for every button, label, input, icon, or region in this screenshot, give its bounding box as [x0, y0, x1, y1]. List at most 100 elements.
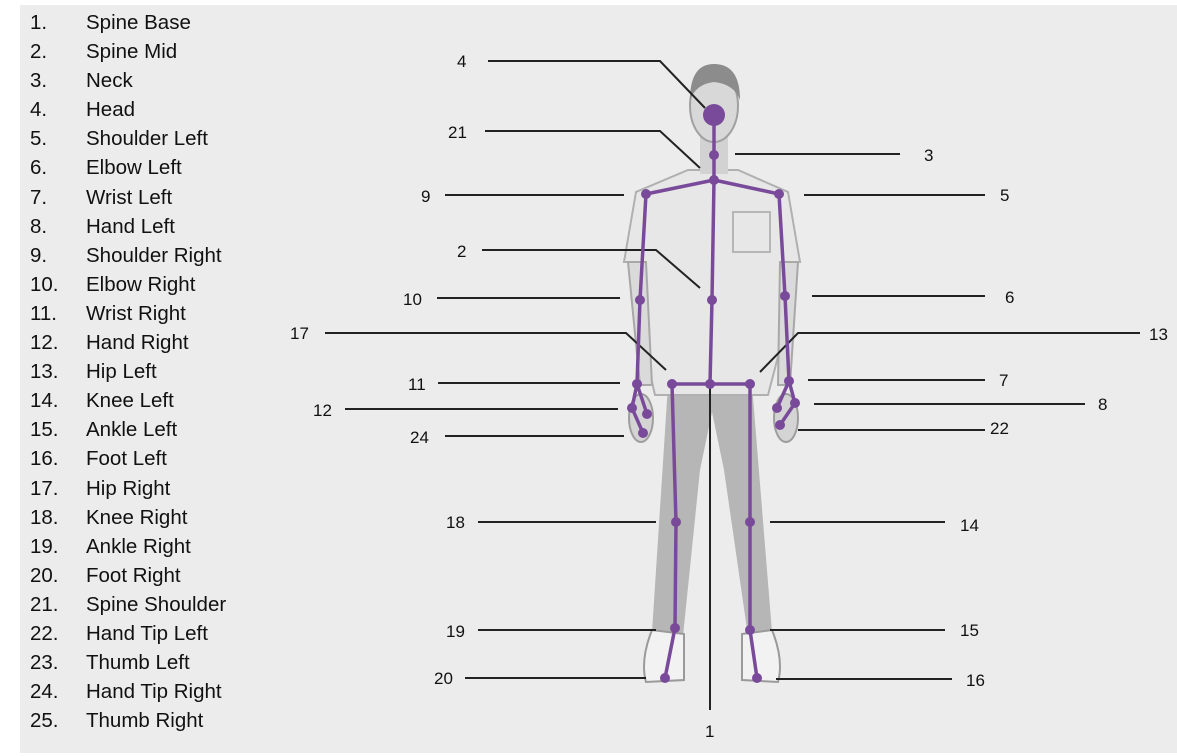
legend-item: 18.Knee Right [30, 503, 226, 532]
callout-17: 17 [290, 324, 309, 343]
legend-number: 4. [30, 95, 86, 124]
legend-item: 14.Knee Left [30, 386, 226, 415]
joint-thumb-left [772, 403, 782, 413]
joint-spine-shoulder [709, 175, 719, 185]
legend-number: 17. [30, 474, 86, 503]
callout-6: 6 [1005, 288, 1014, 307]
legend-number: 23. [30, 648, 86, 677]
legend-number: 10. [30, 270, 86, 299]
legend-item: 5.Shoulder Left [30, 124, 226, 153]
legend-label: Head [86, 98, 135, 121]
callout-12: 12 [313, 401, 332, 420]
legend-item: 6.Elbow Left [30, 153, 226, 182]
joint-wrist-right [632, 379, 642, 389]
legend-item: 7.Wrist Left [30, 183, 226, 212]
bone-spine-upper [712, 180, 714, 300]
legend-label: Ankle Left [86, 418, 177, 441]
legend-label: Thumb Left [86, 651, 190, 674]
callout-14: 14 [960, 516, 979, 535]
legend-number: 19. [30, 532, 86, 561]
legend-label: Hand Tip Right [86, 680, 222, 703]
legend-label: Hand Left [86, 215, 175, 238]
joint-ankle-left [745, 625, 755, 635]
joint-neck [709, 150, 719, 160]
legend-number: 18. [30, 503, 86, 532]
callout-20: 20 [434, 669, 453, 688]
joint-head [703, 104, 725, 126]
joint-spine-mid [707, 295, 717, 305]
legend-label: Thumb Right [86, 709, 203, 732]
joint-hand-right [627, 403, 637, 413]
legend-number: 13. [30, 357, 86, 386]
joint-ankle-right [670, 623, 680, 633]
legend-item: 9.Shoulder Right [30, 241, 226, 270]
legend-item: 4.Head [30, 95, 226, 124]
joint-elbow-left [780, 291, 790, 301]
callout-24: 24 [410, 428, 429, 447]
joint-foot-left [752, 673, 762, 683]
joint-foot-right [660, 673, 670, 683]
joint-spine-base [705, 379, 715, 389]
legend-item: 12.Hand Right [30, 328, 226, 357]
legend-label: Neck [86, 69, 133, 92]
callout-9: 9 [421, 187, 430, 206]
legend-label: Wrist Right [86, 302, 186, 325]
legend-label: Foot Right [86, 564, 181, 587]
callout-8: 8 [1098, 395, 1107, 414]
legend-item: 25.Thumb Right [30, 706, 226, 735]
legend-item: 19.Ankle Right [30, 532, 226, 561]
legend-number: 22. [30, 619, 86, 648]
left-shoe [742, 630, 780, 682]
legend-number: 16. [30, 444, 86, 473]
callout-10: 10 [403, 290, 422, 309]
callout-16: 16 [966, 671, 985, 690]
legend-item: 8.Hand Left [30, 212, 226, 241]
legend-label: Shoulder Right [86, 244, 222, 267]
legend-number: 5. [30, 124, 86, 153]
legend-number: 15. [30, 415, 86, 444]
callout-1: 1 [705, 722, 714, 741]
joint-hip-left [745, 379, 755, 389]
callout-13: 13 [1149, 325, 1168, 344]
joint-handtip-right [638, 428, 648, 438]
legend-item: 13.Hip Left [30, 357, 226, 386]
joint-shoulder-left [774, 189, 784, 199]
legend-number: 21. [30, 590, 86, 619]
legend-item: 20.Foot Right [30, 561, 226, 590]
callout-3: 3 [924, 146, 933, 165]
legend-number: 2. [30, 37, 86, 66]
bone-shin-right [675, 522, 676, 628]
legend-item: 1.Spine Base [30, 8, 226, 37]
legend-item: 24.Hand Tip Right [30, 677, 226, 706]
legend-number: 1. [30, 8, 86, 37]
legend-item: 3.Neck [30, 66, 226, 95]
legend-item: 2.Spine Mid [30, 37, 226, 66]
legend-number: 11. [30, 299, 86, 328]
legend-number: 24. [30, 677, 86, 706]
callout-19: 19 [446, 622, 465, 641]
legend-label: Knee Right [86, 506, 187, 529]
callout-22: 22 [990, 419, 1009, 438]
legend-number: 6. [30, 153, 86, 182]
legend-label: Wrist Left [86, 186, 172, 209]
legend-label: Hand Right [86, 331, 189, 354]
legend-number: 7. [30, 183, 86, 212]
legend-label: Spine Mid [86, 40, 177, 63]
legend-number: 3. [30, 66, 86, 95]
legend-number: 14. [30, 386, 86, 415]
legend-item: 16.Foot Left [30, 444, 226, 473]
joint-knee-left [745, 517, 755, 527]
legend-number: 8. [30, 212, 86, 241]
joint-shoulder-right [641, 189, 651, 199]
legend-item: 10.Elbow Right [30, 270, 226, 299]
legend-number: 20. [30, 561, 86, 590]
legend-label: Ankle Right [86, 535, 191, 558]
joint-hip-right [667, 379, 677, 389]
callout-2: 2 [457, 242, 466, 261]
legend-label: Elbow Left [86, 156, 182, 179]
bone-spine-lower [710, 300, 712, 384]
legend-item: 15.Ankle Left [30, 415, 226, 444]
legend-label: Knee Left [86, 389, 174, 412]
callout-15: 15 [960, 621, 979, 640]
